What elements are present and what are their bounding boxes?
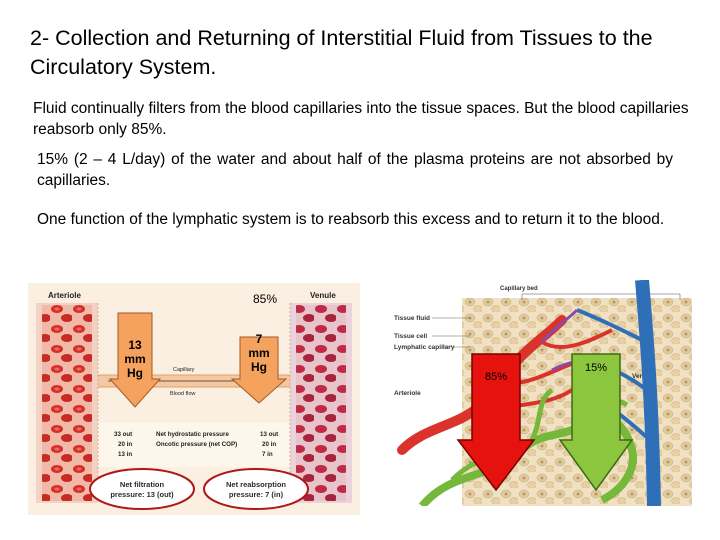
arteriole-label-right: Arteriole <box>394 390 421 397</box>
left-arrow-value: 13 <box>128 338 142 352</box>
capillary-bed-label: Capillary bed <box>500 286 538 292</box>
paragraph-unabsorbed: 15% (2 – 4 L/day) of the water and about… <box>37 151 673 189</box>
table-left-3: 13 in <box>118 451 132 458</box>
paragraph-filtration: Fluid continually filters from the blood… <box>33 100 689 138</box>
red-85-arrow <box>456 353 536 492</box>
net-filtration-ellipse <box>89 468 195 510</box>
table-mid-2: Oncotic pressure (net COP) <box>156 441 237 448</box>
left-pressure-arrow <box>108 312 162 408</box>
arteriole-label: Arteriole <box>48 291 81 300</box>
overlay-85-label: 85% <box>253 292 277 306</box>
net-filtration-line1: Net filtration <box>120 480 165 489</box>
tissue-cell-label: Tissue cell <box>394 333 427 340</box>
red-arrow-label: 85% <box>485 371 507 383</box>
venule-label: Venule <box>310 291 336 300</box>
paragraph-lymphatic-function: One function of the lymphatic system is … <box>37 211 665 228</box>
table-left-2: 20 in <box>118 441 132 448</box>
capillary-label: Capillary <box>173 367 195 373</box>
slide-title: 2- Collection and Returning of Interstit… <box>30 26 653 79</box>
lymphatic-capillary-label: Lymphatic capillary <box>394 344 455 351</box>
capillary-illustration: Arteriole Venule Capillary Blood flow 33… <box>28 283 360 515</box>
table-right-2: 20 in <box>262 441 276 448</box>
left-arrow-unit1: mm <box>124 352 145 366</box>
capillary-bed-illustration: Capillary bed Tissue fluid Tissue cell L… <box>392 279 692 509</box>
green-arrow-label: 15% <box>585 362 607 374</box>
right-arrow-unit1: mm <box>248 346 269 360</box>
table-right-3: 7 in <box>262 451 273 458</box>
net-reabsorption-ellipse <box>203 468 309 510</box>
table-mid-1: Net hydrostatic pressure <box>156 431 229 438</box>
right-arrow-unit2: Hg <box>251 360 267 374</box>
table-left-1: 33 out <box>114 431 132 438</box>
tissue-fluid-label: Tissue fluid <box>394 315 430 322</box>
table-right-1: 13 out <box>260 431 278 438</box>
capillary-pressure-figure: Arteriole Venule Capillary Blood flow 33… <box>28 283 360 515</box>
green-15-arrow <box>558 353 634 492</box>
left-arrow-unit2: Hg <box>127 366 143 380</box>
net-reabsorption-line2: pressure: 7 (in) <box>229 490 284 499</box>
blood-flow-label: Blood flow <box>170 391 195 397</box>
right-arrow-value: 7 <box>256 332 263 346</box>
net-reabsorption-line1: Net reabsorption <box>226 480 286 489</box>
capillary-bed-figure: Capillary bed Tissue fluid Tissue cell L… <box>392 279 692 509</box>
net-filtration-line2: pressure: 13 (out) <box>110 490 174 499</box>
right-pressure-arrow <box>230 336 288 404</box>
